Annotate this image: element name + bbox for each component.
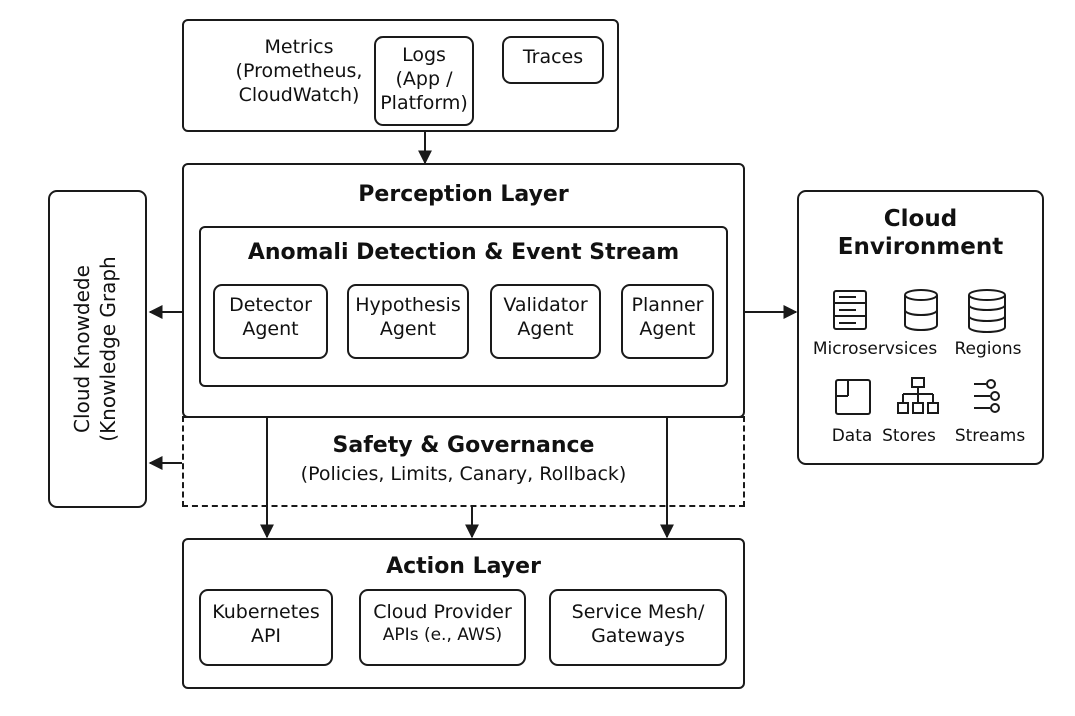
validator-agent-label: Validator Agent (490, 294, 601, 342)
detector-agent-line-1: Detector (229, 294, 312, 316)
cloud-provider-apis-box (359, 589, 526, 666)
safety-governance-subtitle: (Policies, Limits, Canary, Rollback) (300, 463, 627, 485)
env-item-streams: Streams (954, 426, 1026, 446)
metrics-line-2: (Prometheus, (235, 59, 363, 82)
action-layer-title: Action Layer (386, 554, 541, 579)
cloud-environment-title: Cloud Environment (797, 205, 1044, 261)
data-store-icon (835, 379, 871, 415)
cloud-environment-title-line-2: Environment (837, 234, 1004, 261)
service-mesh-line-1: Service Mesh/ (571, 601, 705, 623)
cloud-environment-title-line-1: Cloud (883, 206, 958, 232)
perception-layer-title: Perception Layer (358, 182, 569, 207)
planner-agent-line-2: Agent (639, 317, 696, 340)
sliders-icon (974, 379, 1000, 413)
database-stack-icon (968, 289, 1006, 334)
cloud-provider-apis-line-1: Cloud Provider (373, 601, 512, 623)
hypothesis-agent-line-1: Hypothesis (355, 294, 461, 316)
logs-label: Logs (App / Platform) (374, 44, 474, 115)
safety-governance-title: Safety & Governance (332, 433, 595, 458)
detector-agent-line-2: Agent (242, 317, 299, 340)
validator-agent-line-2: Agent (517, 317, 574, 340)
service-mesh-box (549, 589, 727, 666)
logs-line-2: (App / (395, 67, 453, 90)
safety-governance-box (182, 416, 745, 507)
traces-label: Traces (522, 46, 584, 68)
planner-agent-label: Planner Agent (621, 294, 714, 342)
cloud-provider-apis-line-2: APIs (e., AWS) (382, 624, 503, 645)
env-item-regions: Regions (954, 339, 1022, 359)
detector-agent-label: Detector Agent (213, 294, 328, 342)
cloud-knowledge-line-1: Cloud Knowdede (70, 265, 94, 433)
env-item-stores: Stores (882, 426, 936, 446)
database-icon (904, 289, 938, 332)
metrics-title: Metrics (264, 36, 334, 58)
service-mesh-label: Service Mesh/ Gateways (549, 601, 727, 649)
kubernetes-api-line-1: Kubernetes (212, 601, 320, 623)
kubernetes-api-box (199, 589, 333, 666)
server-icon (833, 290, 867, 330)
metrics-label: Metrics (Prometheus, CloudWatch) (200, 36, 398, 107)
traces-box (502, 36, 604, 84)
kubernetes-api-line-2: API (250, 624, 282, 647)
cloud-provider-apis-label: Cloud Provider APIs (e., AWS) (359, 601, 526, 646)
kubernetes-api-label: Kubernetes API (199, 601, 333, 649)
validator-agent-line-1: Validator (503, 294, 588, 316)
service-mesh-line-2: Gateways (591, 624, 685, 647)
cloud-knowledge-box (48, 190, 147, 508)
env-item-microservices: Microservsices (812, 339, 938, 359)
metrics-line-3: CloudWatch) (238, 83, 360, 106)
hypothesis-agent-line-2: Agent (379, 317, 437, 340)
event-stream-title: Anomali Detection & Event Stream (247, 240, 680, 265)
hierarchy-icon (897, 377, 939, 414)
planner-agent-box (621, 284, 714, 359)
hypothesis-agent-box (347, 284, 469, 359)
detector-agent-box (213, 284, 328, 359)
validator-agent-box (490, 284, 601, 359)
logs-box (374, 36, 474, 126)
cloud-knowledge-line-2: (Knowledge Graph (96, 256, 120, 442)
logs-title: Logs (402, 44, 446, 66)
env-item-data: Data (831, 426, 873, 446)
cloud-knowledge-label: Cloud Knowdede (Knowledge Graph (69, 189, 127, 509)
cloud-environment-box (797, 190, 1044, 465)
planner-agent-line-1: Planner (631, 294, 704, 316)
logs-line-3: Platform) (380, 91, 468, 114)
hypothesis-agent-label: Hypothesis Agent (347, 294, 469, 342)
